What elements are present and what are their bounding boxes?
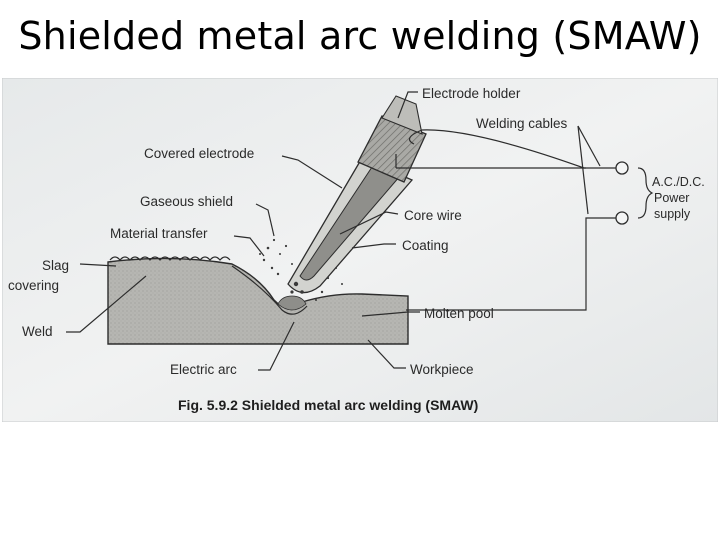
workpiece-shape bbox=[107, 256, 409, 345]
label-power-line3: supply bbox=[654, 207, 691, 221]
power-terminal-bottom bbox=[615, 211, 629, 225]
power-brace bbox=[637, 167, 654, 219]
label-power-line2: Power bbox=[654, 191, 689, 205]
slide-title: Shielded metal arc welding (SMAW) bbox=[18, 14, 702, 58]
electrode-assembly bbox=[287, 95, 427, 294]
label-core-wire: Core wire bbox=[404, 208, 462, 223]
gaseous-shield-dots bbox=[259, 238, 343, 301]
label-workpiece: Workpiece bbox=[410, 362, 474, 377]
power-terminal-top bbox=[615, 161, 629, 175]
welding-cable-lines bbox=[395, 129, 616, 311]
paper-background bbox=[2, 78, 718, 422]
label-electric-arc: Electric arc bbox=[170, 362, 237, 377]
label-electrode-holder: Electrode holder bbox=[422, 86, 521, 101]
smaw-diagram-photo: Electrode holder Welding cables Covered … bbox=[2, 78, 718, 422]
label-material-transfer: Material transfer bbox=[110, 226, 208, 241]
label-slag-line2: covering bbox=[8, 278, 59, 293]
smaw-diagram: Electrode holder Welding cables Covered … bbox=[2, 78, 718, 422]
label-covered-electrode: Covered electrode bbox=[144, 146, 254, 161]
label-weld: Weld bbox=[22, 324, 53, 339]
label-gaseous-shield: Gaseous shield bbox=[140, 194, 233, 209]
label-coating: Coating bbox=[402, 238, 449, 253]
label-molten-pool: Molten pool bbox=[424, 306, 494, 321]
label-slag-line1: Slag bbox=[42, 258, 69, 273]
leader-lines bbox=[66, 91, 601, 371]
label-power-line1: A.C./D.C. bbox=[652, 175, 705, 189]
label-welding-cables: Welding cables bbox=[476, 116, 568, 131]
figure-caption: Fig. 5.9.2 Shielded metal arc welding (S… bbox=[178, 397, 478, 413]
